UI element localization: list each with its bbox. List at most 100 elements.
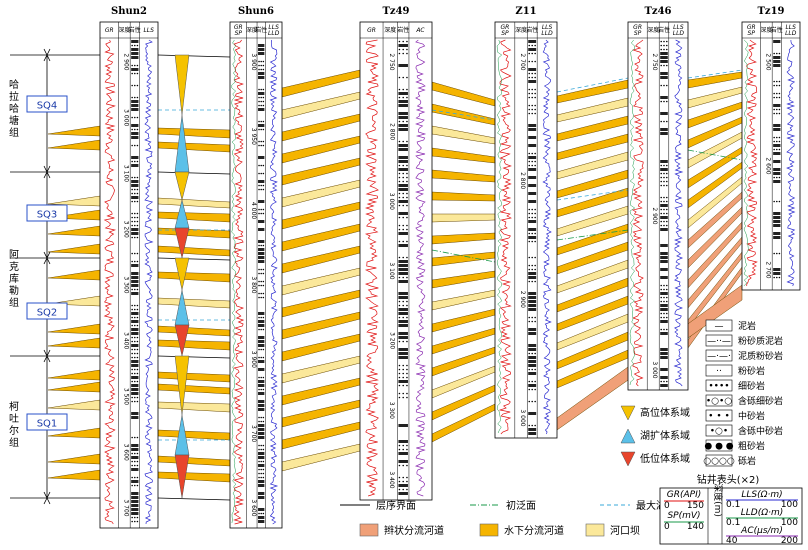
lithology-sand-dot	[778, 140, 781, 143]
key-ac-max: 200	[781, 536, 798, 546]
lithology-mudstone	[528, 328, 537, 331]
lithology-sand-dot	[534, 388, 536, 391]
lithology-sand-dot	[666, 180, 668, 183]
lithology-sand-dot	[776, 140, 778, 143]
depth-label: 3 000	[519, 409, 526, 426]
lithology-sand-dot	[528, 212, 531, 215]
gr-curve	[498, 39, 512, 435]
depth-label: 2 500	[764, 53, 771, 70]
lithology-mudstone	[398, 332, 408, 335]
column-header: 岩性	[771, 26, 783, 34]
lithology-sand-dot	[136, 64, 139, 67]
column-header: 深度	[647, 26, 659, 34]
lithology-sand-dot	[660, 100, 662, 103]
lithology-sand-dot	[258, 420, 260, 423]
well-name: Shun6	[238, 6, 274, 17]
depth-label: 3 700	[250, 425, 257, 442]
lithology-sand-dot	[398, 384, 401, 387]
lithology-sand-dot	[398, 396, 401, 399]
lithology-sand-dot	[134, 236, 136, 239]
lithology-sand-dot	[402, 340, 405, 343]
lithology-mudstone	[528, 348, 537, 351]
lithology-mudstone	[773, 172, 781, 175]
lithology-sand-dot	[660, 120, 662, 123]
lithology-sand-dot	[528, 96, 531, 99]
lithology-mudstone	[773, 272, 781, 275]
lithology-mudstone	[660, 160, 668, 163]
sand-body	[157, 325, 231, 337]
lithology-mudstone	[773, 56, 781, 59]
depth-label: 2 800	[388, 123, 395, 140]
lithology-mudstone	[398, 292, 408, 295]
lithology-sand-dot	[402, 192, 405, 195]
lithology-mudstone	[660, 76, 668, 79]
lithology-sand-dot	[402, 228, 405, 231]
lithology-mudstone	[398, 484, 408, 487]
lithology-sand-dot	[402, 276, 405, 279]
lithology-sand-dot	[773, 52, 775, 55]
lithology-sand-dot	[262, 460, 265, 463]
lithology-sand-dot	[398, 376, 401, 379]
lithology-sand-dot	[666, 212, 668, 215]
depth-label: 2 750	[388, 53, 395, 70]
lithology-mudstone	[131, 284, 139, 287]
column-header: 岩性	[255, 26, 267, 34]
depth-label: 2 900	[122, 53, 129, 70]
lithology-sand-dot	[534, 380, 536, 383]
lithology-mudstone	[131, 344, 139, 347]
lithology-mudstone	[258, 240, 265, 243]
arrow-head	[43, 349, 51, 357]
lithology-sand-dot	[406, 192, 408, 195]
lithology-sand-dot	[406, 376, 408, 379]
lithology-sand-dot	[260, 296, 263, 299]
lithology-mudstone	[398, 44, 408, 47]
lowstand-triangle	[174, 227, 190, 259]
lithology-sand-dot	[528, 388, 531, 391]
lithology-mudstone	[660, 260, 668, 263]
lithology-sand-dot	[406, 444, 408, 447]
lithology-sand-dot	[131, 464, 133, 467]
lithology-sand-dot	[258, 416, 260, 419]
lithology-sand-dot	[660, 64, 662, 67]
lithology-sand-dot	[131, 436, 133, 439]
lithology-sand-dot	[660, 300, 662, 303]
lithology-sand-dot	[660, 284, 662, 287]
lithology-sand-dot	[534, 400, 536, 403]
lithology-sand-dot	[262, 88, 265, 91]
lithology-mudstone	[660, 320, 668, 323]
lithology-sand-dot	[406, 176, 408, 179]
header-key-frame	[659, 487, 803, 545]
lithology-mudstone	[398, 116, 408, 119]
lithology-sand-dot	[534, 88, 536, 91]
lithology-swatch	[705, 379, 733, 392]
lithology-sand-dot	[663, 172, 665, 175]
lithology-sand-dot	[528, 380, 531, 383]
lithology-sand-dot	[663, 84, 665, 87]
depth-label: 2 900	[651, 207, 658, 224]
lithology-sand-dot	[262, 120, 265, 123]
lithology-sand-dot	[260, 244, 263, 247]
lithology-mudstone	[660, 168, 668, 171]
lithology-mudstone	[258, 220, 265, 223]
lithology-sand-dot	[776, 276, 778, 279]
lithology-sand-dot	[398, 96, 401, 99]
lithology-sand-dot	[402, 176, 405, 179]
lithology-sand-dot	[260, 512, 263, 515]
lithology-sand-dot	[402, 96, 405, 99]
lithology-mudstone	[131, 448, 139, 451]
lithology-sand-dot	[534, 108, 536, 111]
lithology-sand-dot	[402, 304, 405, 307]
lithology-sand-dot	[660, 316, 662, 319]
column-header: SP	[501, 30, 509, 37]
lithology-sand-dot	[262, 444, 265, 447]
lithology-sand-dot	[773, 80, 775, 83]
lithology-mudstone	[773, 212, 781, 215]
lithology-sand-dot	[260, 208, 263, 211]
depth-label: 3 100	[122, 165, 129, 182]
lithology-sand-dot	[660, 48, 662, 51]
sand-body	[157, 127, 231, 139]
lithology-sand-dot	[402, 52, 405, 55]
lithology-sand-dot	[528, 72, 531, 75]
lithology-sand-dot	[131, 144, 133, 147]
lithology-sand-dot	[260, 448, 263, 451]
